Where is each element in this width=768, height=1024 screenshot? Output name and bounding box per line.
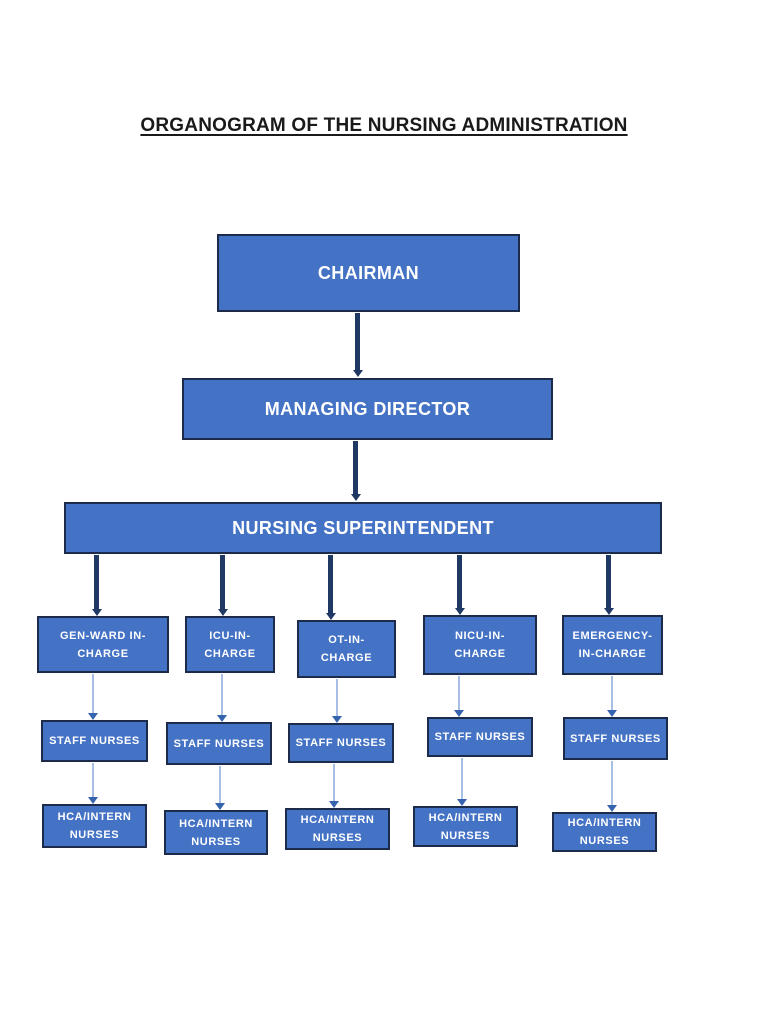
hca-intern-label-line: NURSES (191, 835, 241, 848)
chairman-box: CHAIRMAN (217, 234, 520, 312)
nursing-superintendent-box: NURSING SUPERINTENDENT (64, 502, 662, 554)
down-arrow-connector (611, 676, 613, 711)
hca-intern-label-line: NURSES (579, 835, 630, 847)
down-arrow-connector (611, 761, 613, 806)
incharge-label-line: GEN-WARD IN- (59, 629, 147, 642)
hca-intern-nurses-box: HCA/INTERN NURSES (164, 810, 268, 855)
incharge-label-line: ICU-IN- (209, 629, 251, 642)
staff-nurses-label: STAFF NURSES (295, 737, 387, 749)
incharge-label-line: CHARGE (454, 648, 506, 660)
hca-intern-label-line: NURSES (440, 829, 491, 842)
down-arrow-connector (333, 764, 335, 802)
down-arrow-connector (328, 555, 333, 613)
staff-nurses-label: STAFF NURSES (173, 737, 265, 750)
hca-intern-label-line: NURSES (312, 832, 363, 844)
hca-intern-label-line: HCA/INTERN (179, 817, 253, 830)
incharge-label-line: IN-CHARGE (578, 648, 647, 660)
down-arrow-connector (94, 555, 99, 609)
down-arrow-connector (461, 758, 463, 800)
hca-intern-label-line: HCA/INTERN (57, 811, 132, 823)
down-arrow-connector (457, 555, 462, 608)
staff-nurses-box: STAFF NURSES (41, 720, 148, 762)
down-arrow-connector (92, 674, 94, 714)
hca-intern-nurses-box: HCA/INTERN NURSES (285, 808, 390, 850)
incharge-box: EMERGENCY- IN-CHARGE (562, 615, 663, 675)
page-title: ORGANOGRAM OF THE NURSING ADMINISTRATION (140, 115, 628, 136)
down-arrow-connector (336, 679, 338, 717)
incharge-label-line: CHARGE (320, 652, 373, 664)
staff-nurses-label: STAFF NURSES (49, 735, 140, 747)
managing-director-label: MANAGING DIRECTOR (264, 398, 471, 419)
incharge-label-line: CHARGE (204, 647, 256, 660)
hca-intern-label-line: HCA/INTERN (300, 814, 375, 826)
incharge-box: ICU-IN- CHARGE (185, 616, 275, 673)
staff-nurses-box: STAFF NURSES (563, 717, 668, 760)
hca-intern-label-line: HCA/INTERN (567, 817, 642, 829)
staff-nurses-box: STAFF NURSES (427, 717, 533, 757)
incharge-box: NICU-IN- CHARGE (423, 615, 537, 675)
chairman-label: CHAIRMAN (317, 262, 420, 283)
down-arrow-connector (355, 313, 360, 370)
hca-intern-nurses-box: HCA/INTERN NURSES (413, 806, 518, 847)
down-arrow-connector (458, 676, 460, 711)
hca-intern-nurses-box: HCA/INTERN NURSES (42, 804, 147, 848)
staff-nurses-label: STAFF NURSES (570, 732, 661, 745)
managing-director-box: MANAGING DIRECTOR (182, 378, 553, 440)
down-arrow-connector (606, 555, 611, 608)
hca-intern-nurses-box: HCA/INTERN NURSES (552, 812, 657, 852)
down-arrow-connector (220, 555, 225, 609)
nursing-superintendent-label: NURSING SUPERINTENDENT (232, 517, 494, 538)
hca-intern-label-line: HCA/INTERN (428, 811, 503, 824)
down-arrow-connector (221, 674, 223, 716)
staff-nurses-label: STAFF NURSES (434, 731, 526, 743)
staff-nurses-box: STAFF NURSES (166, 722, 272, 765)
incharge-label-line: OT-IN- (328, 634, 365, 646)
hca-intern-label-line: NURSES (69, 829, 120, 841)
incharge-label-line: NICU-IN- (454, 630, 505, 642)
down-arrow-connector (353, 441, 358, 494)
incharge-label-line: CHARGE (77, 647, 129, 660)
down-arrow-connector (219, 766, 221, 804)
incharge-label-line: EMERGENCY- (572, 630, 653, 642)
incharge-box: GEN-WARD IN- CHARGE (37, 616, 169, 673)
staff-nurses-box: STAFF NURSES (288, 723, 394, 763)
down-arrow-connector (92, 763, 94, 798)
incharge-box: OT-IN- CHARGE (297, 620, 396, 678)
